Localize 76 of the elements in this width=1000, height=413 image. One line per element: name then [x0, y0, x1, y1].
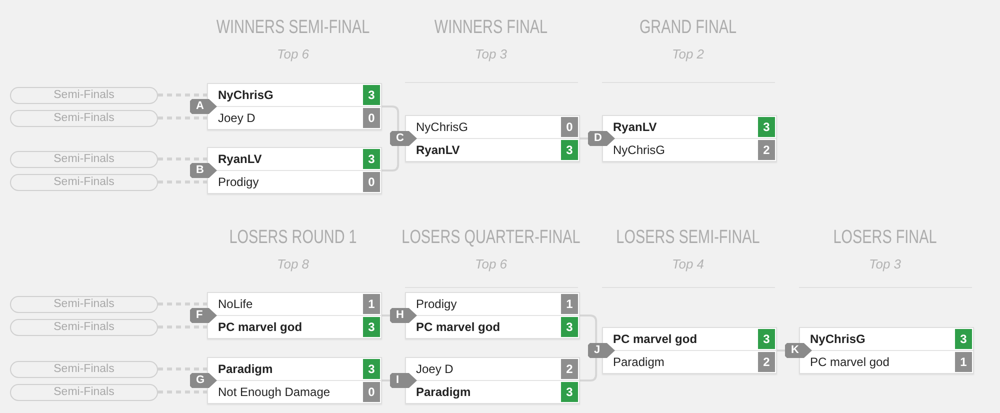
match-score: 2	[758, 140, 775, 160]
match-score: 2	[561, 359, 578, 379]
connector-line	[382, 106, 400, 131]
player-name: PC marvel god	[613, 332, 698, 346]
round-title: WINNERS SEMI-FINAL	[216, 17, 370, 39]
round-subtitle: Top 6	[474, 256, 508, 272]
source-pill: Semi-Finals	[10, 296, 158, 312]
player-name: RyanLV	[416, 143, 460, 157]
match-card	[405, 292, 580, 339]
player-name: Paradigm	[416, 385, 471, 399]
match-card	[207, 357, 382, 404]
player-name: Joey D	[218, 111, 256, 125]
player-name: Not Enough Damage	[218, 385, 330, 399]
match-card	[602, 115, 777, 162]
player-name: Paradigm	[218, 362, 273, 376]
player-name: NyChrisG	[810, 332, 866, 346]
round-title: LOSERS SEMI-FINAL	[616, 227, 760, 249]
round-subtitle: Top 2	[672, 46, 704, 62]
player-name: NyChrisG	[416, 120, 468, 134]
match-score: 3	[363, 85, 380, 105]
match-score: 3	[758, 329, 775, 349]
connector-line	[580, 314, 598, 343]
match-card	[799, 327, 974, 374]
match-score: 1	[561, 294, 578, 314]
round-title: WINNERS FINAL	[434, 17, 548, 39]
player-name: RyanLV	[613, 120, 657, 134]
player-name: Prodigy	[416, 297, 457, 311]
match-card	[602, 327, 777, 374]
source-pill: Semi-Finals	[10, 110, 158, 126]
round-subtitle: Top 3	[474, 46, 508, 62]
player-name: PC marvel god	[218, 320, 302, 334]
source-pill: Semi-Finals	[10, 318, 158, 336]
match-score: 3	[363, 359, 380, 379]
round-subtitle: Top 8	[276, 256, 310, 272]
round-title: LOSERS QUARTER-FINAL	[402, 227, 580, 249]
source-pill: Semi-Finals	[10, 384, 158, 400]
match-score: 0	[363, 172, 380, 192]
source-pill: Semi-Finals	[10, 360, 158, 378]
player-name: PC marvel god	[810, 355, 890, 369]
match-score: 0	[561, 117, 578, 137]
match-score: 3	[758, 117, 775, 137]
match-score: 3	[561, 317, 578, 337]
player-name: Paradigm	[613, 355, 664, 369]
match-score: 3	[561, 382, 578, 402]
match-score: 0	[363, 382, 380, 402]
round-title: LOSERS FINAL	[833, 227, 937, 249]
player-name: Joey D	[416, 362, 454, 376]
connector-line	[580, 358, 598, 382]
source-pill: Semi-Finals	[10, 174, 158, 190]
round-subtitle: Top 6	[276, 46, 310, 62]
match-score: 3	[955, 329, 972, 349]
match-card	[405, 357, 580, 404]
round-title: GRAND FINAL	[639, 17, 737, 39]
round-subtitle: Top 3	[868, 256, 902, 272]
match-score: 3	[363, 149, 380, 169]
match-score: 0	[363, 108, 380, 128]
player-name: PC marvel god	[416, 320, 500, 334]
match-score: 1	[363, 294, 380, 314]
match-score: 3	[561, 140, 578, 160]
match-card	[207, 83, 382, 130]
player-name: Prodigy	[218, 175, 259, 189]
source-pill: Semi-Finals	[10, 150, 158, 168]
match-card	[207, 292, 382, 339]
round-title: LOSERS ROUND 1	[229, 227, 357, 249]
match-card	[207, 147, 382, 194]
match-score: 2	[758, 352, 775, 372]
round-subtitle: Top 4	[672, 256, 704, 272]
player-name: NoLife	[218, 297, 253, 311]
match-score: 1	[955, 352, 972, 372]
player-name: NyChrisG	[218, 88, 274, 102]
match-score: 3	[363, 317, 380, 337]
match-card	[405, 115, 580, 162]
player-name: NyChrisG	[613, 143, 666, 157]
source-pill: Semi-Finals	[10, 86, 158, 104]
player-name: RyanLV	[218, 152, 262, 166]
connector-line	[382, 146, 400, 172]
